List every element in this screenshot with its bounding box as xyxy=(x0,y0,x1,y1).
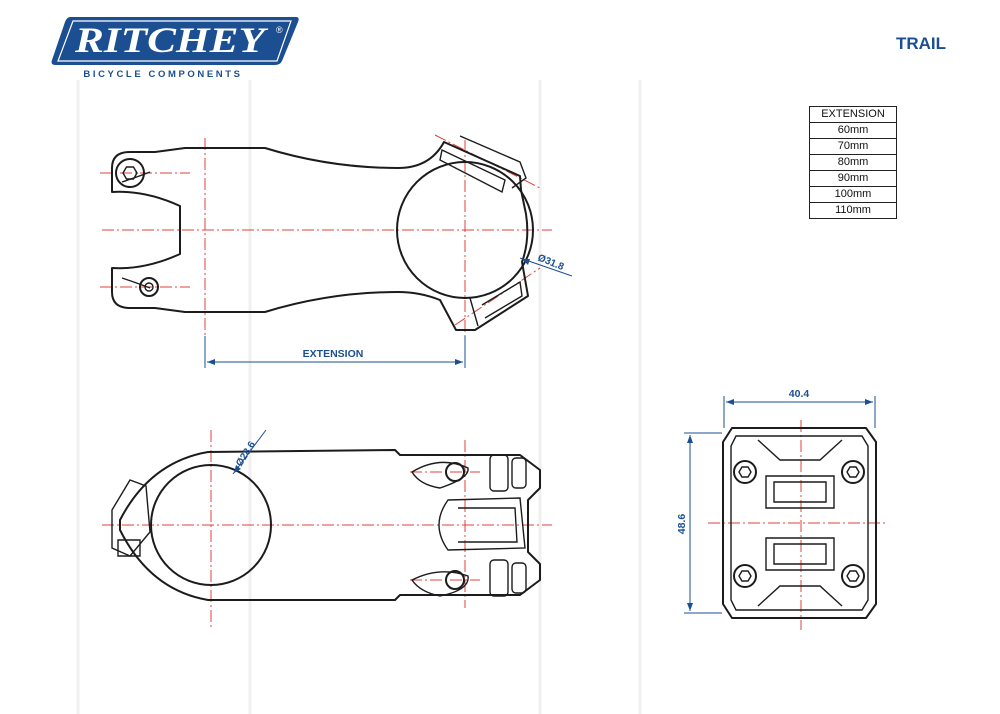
bolt-head-icon xyxy=(445,570,465,590)
bolt-head-icon xyxy=(733,564,757,588)
extension-option: 60mm xyxy=(809,122,897,139)
faceplate-height-label: 48.6 xyxy=(676,514,688,535)
bolt-head-icon xyxy=(139,277,159,297)
steerer-diameter-label: Ø28.6 xyxy=(234,439,258,468)
background-bands xyxy=(76,80,642,714)
extension-option: 70mm xyxy=(809,138,897,155)
faceplate-width-label: 40.4 xyxy=(789,388,810,400)
extension-table-header: EXTENSION xyxy=(809,106,897,123)
extension-option: 90mm xyxy=(809,170,897,187)
stem-top-view xyxy=(100,134,552,360)
registered-mark: ® xyxy=(276,25,283,35)
extension-dimension: EXTENSION xyxy=(204,336,466,368)
brand-tagline: BICYCLE COMPONENTS xyxy=(83,69,242,80)
faceplate-width-dimension: 40.4 xyxy=(723,388,876,428)
product-line-title: TRAIL xyxy=(896,34,946,53)
bolt-head-icon xyxy=(733,460,757,484)
bolt-head-icon xyxy=(445,462,465,482)
faceplate-front-view xyxy=(708,420,885,630)
bolt-head-icon xyxy=(841,460,865,484)
brand-name: RITCHEY xyxy=(74,20,269,60)
stem-side-view xyxy=(102,430,552,630)
bolt-head-icon xyxy=(115,158,145,188)
faceplate-height-dimension: 48.6 xyxy=(676,432,722,614)
ritchey-logo: RITCHEY ® BICYCLE COMPONENTS xyxy=(51,17,299,80)
extension-option: 80mm xyxy=(809,154,897,171)
extension-option: 110mm xyxy=(809,202,897,219)
bolt-head-icon xyxy=(841,564,865,588)
extension-option: 100mm xyxy=(809,186,897,203)
extension-table: EXTENSION 60mm 70mm 80mm 90mm 100mm 110m… xyxy=(809,106,897,219)
extension-dimension-label: EXTENSION xyxy=(303,348,364,360)
